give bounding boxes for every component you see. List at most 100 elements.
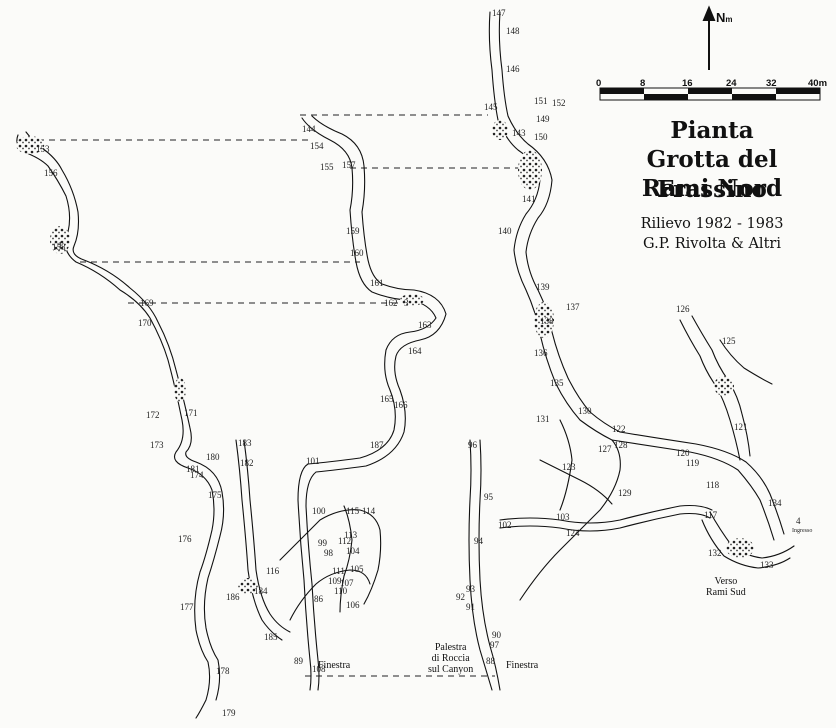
station-label: 145 (484, 102, 498, 112)
station-label: 132 (708, 548, 722, 558)
station-label: 86 (314, 594, 323, 604)
scale-tick-0: 0 (596, 78, 602, 89)
station-label: 91 (466, 602, 475, 612)
north-label: Nm (716, 10, 733, 25)
map-title-line2: Grotta del Frassino (646, 146, 778, 203)
station-label: 141 (522, 194, 536, 204)
station-label: 144 (302, 124, 316, 134)
finestra-right-note: Finestra (506, 660, 539, 671)
station-label: 121 (734, 422, 748, 432)
station-label: 138 (540, 316, 554, 326)
palestra-line3: sul Canyon (428, 664, 474, 675)
station-label: 110 (334, 586, 348, 596)
station-label: 112 (338, 536, 352, 546)
station-label: 147 (492, 8, 506, 18)
station-label: 175 (208, 490, 222, 500)
station-label: 157 (342, 160, 356, 170)
station-label: 139 (536, 282, 550, 292)
station-label: 130 (578, 406, 592, 416)
station-label: 131 (536, 414, 550, 424)
station-label: 181 (186, 464, 200, 474)
station-label: 187 (370, 440, 384, 450)
station-label: 148 (506, 26, 520, 36)
station-label: 163 (418, 320, 432, 330)
north-unit: m (725, 15, 733, 24)
verso-text: Verso (714, 576, 738, 587)
station-label: 95 (484, 492, 493, 502)
palestra-note: Palestra di Roccia sul Canyon (428, 642, 473, 675)
scale-tick-16: 16 (682, 78, 693, 89)
station-label: 92 (456, 592, 465, 602)
station-label: 127 (598, 444, 612, 454)
scale-tick-8: 8 (640, 78, 646, 89)
station-label: 182 (240, 458, 254, 468)
dashed-tie-lines (38, 114, 530, 677)
station-label: 133 (760, 560, 774, 570)
station-label: 88 (486, 656, 495, 666)
station-label: 122 (612, 424, 626, 434)
station-label: 164 (408, 346, 422, 356)
station-label: 105 (350, 564, 364, 574)
map-title-line3: Rami Nord (641, 175, 783, 202)
rami-sud-text: Rami Sud (706, 587, 746, 598)
station-label: 171 (184, 408, 198, 418)
station-label: 134 (768, 498, 782, 508)
station-label: 140 (498, 226, 512, 236)
station-label: 99 (318, 538, 327, 548)
station-label: 93 (466, 584, 475, 594)
station-label: 137 (566, 302, 580, 312)
north-letter: N (716, 10, 726, 25)
station-label: 176 (178, 534, 192, 544)
station-label: 160 (350, 248, 364, 258)
station-label: 154 (310, 141, 324, 151)
station-label: 1 (58, 240, 63, 250)
station-label: 123 (562, 462, 576, 472)
station-label: 119 (686, 458, 700, 468)
palestra-line1: Palestra (434, 642, 467, 653)
station-label: 98 (324, 548, 333, 558)
station-label: 120 (676, 448, 690, 458)
station-label: 108 (312, 664, 326, 674)
station-label: 136 (534, 348, 548, 358)
palestra-line2: di Roccia (431, 653, 470, 664)
station-label: 128 (614, 440, 628, 450)
station-label: 115 (346, 506, 360, 516)
station-label: 146 (506, 64, 520, 74)
station-label: 124 (566, 528, 580, 538)
station-label: 179 (222, 708, 236, 718)
station-label: 150 (534, 132, 548, 142)
station-label: 104 (346, 546, 360, 556)
station-label: 101 (306, 456, 320, 466)
station-label: 143 (512, 128, 526, 138)
ingresso-note: Ingresso (792, 528, 813, 534)
station-label: 158 (52, 242, 66, 252)
station-label: 151 (534, 96, 548, 106)
station-label: 135 (550, 378, 564, 388)
station-label: 3 (404, 298, 409, 308)
station-label: 169 (140, 298, 154, 308)
station-label: 170 (138, 318, 152, 328)
station-label: 90 (492, 630, 501, 640)
station-label: 89 (294, 656, 303, 666)
station-label: 155 (320, 162, 334, 172)
station-label: 177 (180, 602, 194, 612)
scale-tick-40: 40m (808, 78, 828, 89)
station-label: 186 (226, 592, 240, 602)
station-label: 107 (340, 578, 354, 588)
station-label: 162 (384, 298, 398, 308)
station-label: 172 (146, 410, 160, 420)
station-label: 106 (346, 600, 360, 610)
station-label: 129 (618, 488, 632, 498)
finestra-left-note: Finestra (318, 660, 351, 671)
station-label: 153 (36, 144, 50, 154)
station-label: 184 (254, 586, 268, 596)
station-label: 156 (44, 168, 58, 178)
station-label: 94 (474, 536, 483, 546)
station-label: 173 (150, 440, 164, 450)
station-label: 159 (346, 226, 360, 236)
station-label: 180 (206, 452, 220, 462)
station-label: 118 (706, 480, 720, 490)
station-label: 114 (362, 506, 376, 516)
station-label: 103 (556, 512, 570, 522)
station-label: 149 (536, 114, 550, 124)
